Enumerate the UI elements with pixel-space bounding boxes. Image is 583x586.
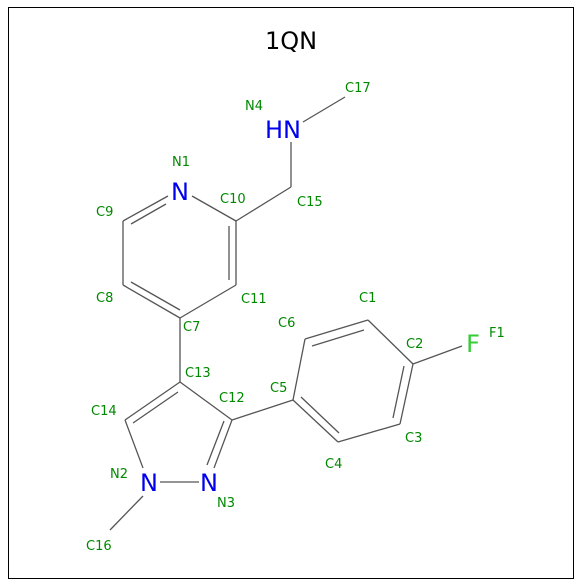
label-c15: C15 [297,195,323,210]
bonds [109,96,463,531]
label-c4: C4 [325,457,342,472]
label-c13: C13 [185,366,211,381]
bond-n2-c16 [109,495,144,531]
bond-c2-f1 [412,345,463,365]
label-c1: C1 [359,291,376,306]
diagram-title: 1QN [265,27,317,55]
bond-c15-c10 [235,186,292,222]
bond-n3-c12-inner [206,420,225,466]
label-c10: C10 [220,192,246,207]
bond-c8-c7-inner [130,281,181,311]
bond-c13-c14 [124,381,181,421]
bond-n1-c9-inner [130,203,167,225]
bond-c1-c2 [367,319,414,365]
label-c11: C11 [241,292,267,307]
label-n3: N3 [217,496,235,511]
label-c9: C9 [96,205,113,220]
bond-n1-c9 [122,195,169,222]
bond-c14-n2 [124,419,144,469]
bond-c7-c11 [179,284,237,319]
bond-c4-c5 [292,399,339,443]
bond-c6-c1-inner [311,329,365,347]
label-c14: C14 [91,404,117,419]
bond-c2-c3 [399,363,414,425]
bond-n4-c17 [302,96,346,123]
label-c16: C16 [86,539,112,554]
element-n1: N [171,178,189,206]
bond-c2-c3-inner [392,365,405,419]
label-c17: C17 [345,81,371,96]
label-c7: C7 [183,320,200,335]
element-hn: HN [265,116,301,144]
bond-c3-c4 [337,423,401,443]
bond-n1-c10 [191,195,237,222]
bond-c8-c7 [122,284,181,319]
label-n4: N4 [245,99,263,114]
bond-c4-c5-inner [300,396,340,434]
bond-c12-c5 [231,399,294,421]
bond-n3-c12 [213,419,233,469]
label-c3: C3 [405,431,422,446]
bond-c13-c14-inner [132,391,179,424]
element-n2: N [140,469,158,497]
diagram-frame [8,7,574,579]
label-c5: C5 [270,381,287,396]
atom-labels: N4 C17 N1 C10 C15 C9 C8 C11 C7 C1 C6 C2 … [86,81,505,554]
label-c8: C8 [96,291,113,306]
label-n1: N1 [172,155,190,170]
label-c2: C2 [406,337,423,352]
label-f1: F1 [489,326,505,341]
bond-c13-c12 [179,381,233,421]
label-c12: C12 [219,391,245,406]
element-n3: N [200,469,218,497]
bond-c5-c6 [292,338,306,401]
element-f1: F [466,330,480,358]
label-c6: C6 [278,316,295,331]
label-n2: N2 [110,467,128,482]
bond-c6-c1 [304,319,369,340]
